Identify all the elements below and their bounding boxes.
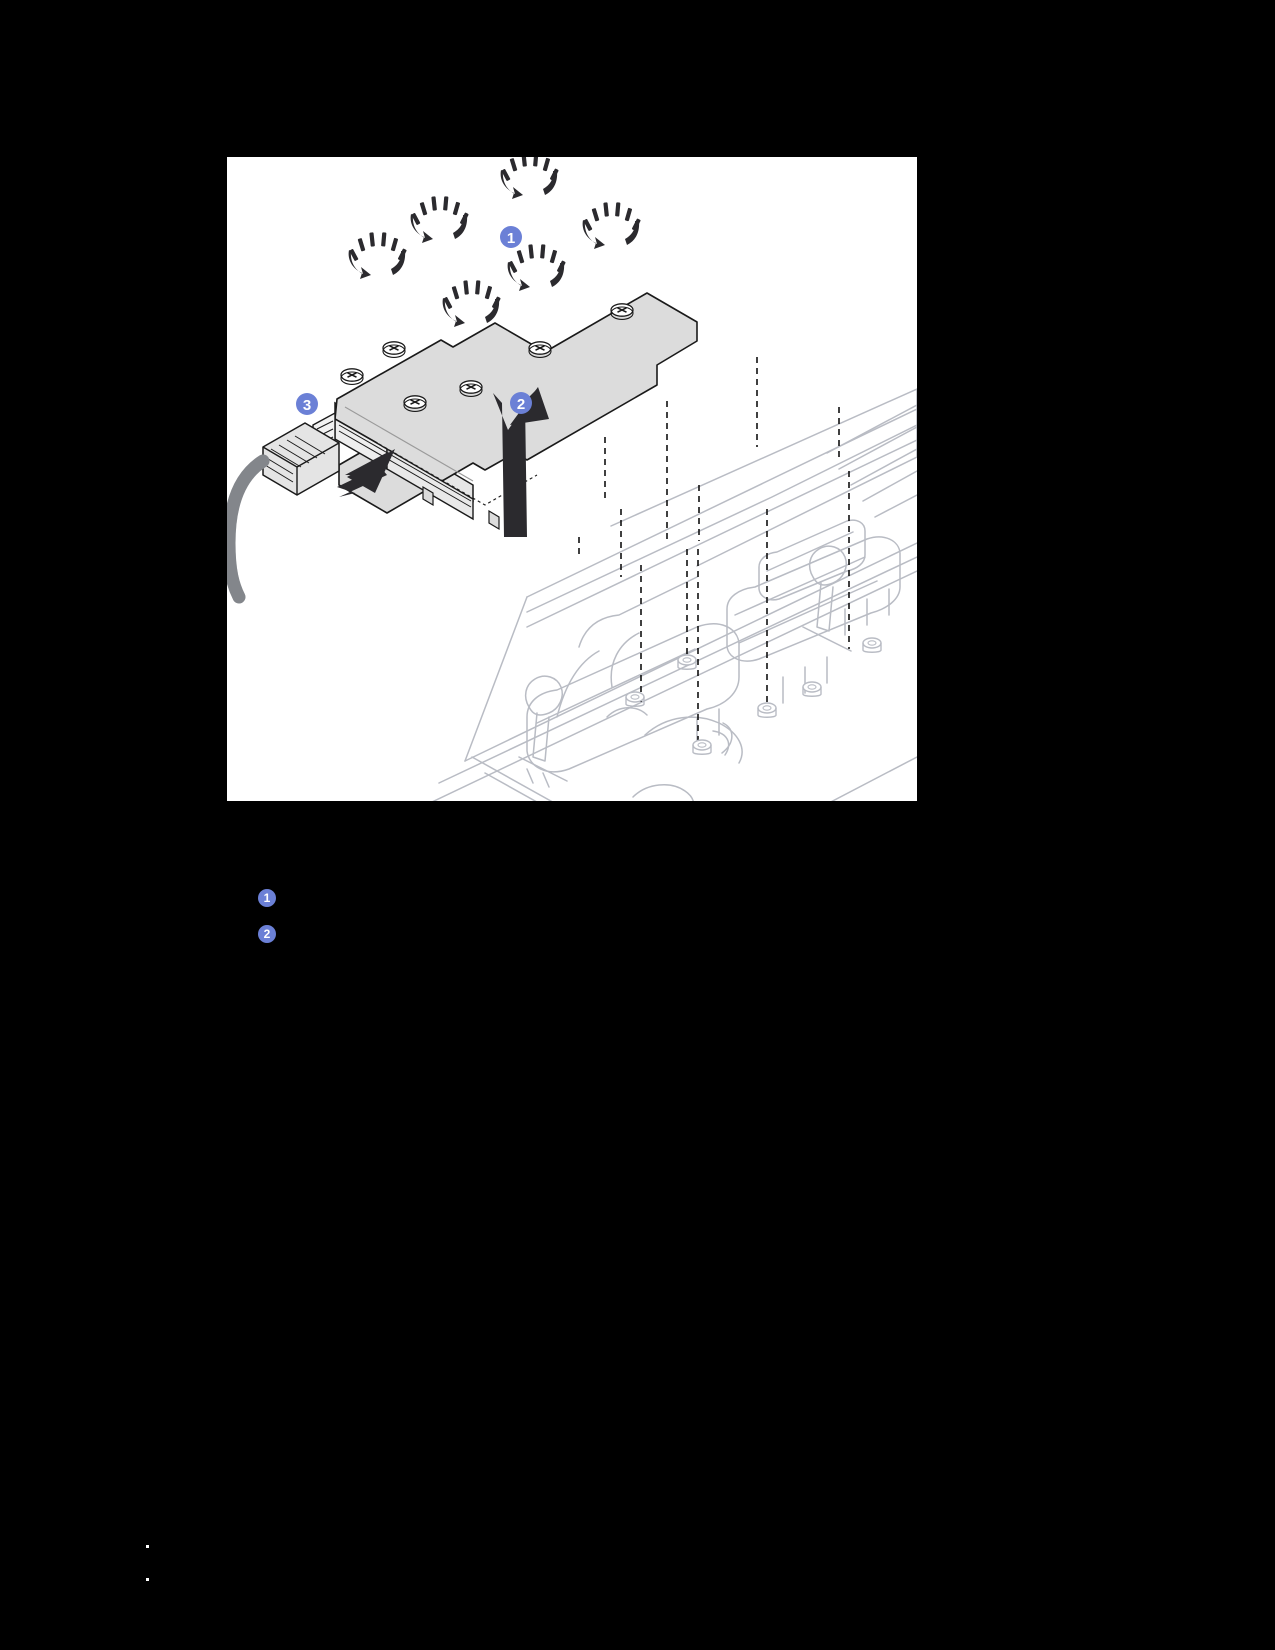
- legend-badge-2: 2: [258, 925, 276, 943]
- note-list: [146, 1538, 1146, 1604]
- alignment-guides: [578, 357, 850, 749]
- figure-callout-2: 2: [510, 392, 532, 414]
- figure-callout-1: 1: [500, 226, 522, 248]
- cable: [227, 454, 270, 604]
- figure-callout-1-label: 1: [507, 230, 515, 247]
- legend-item-1: 1: [258, 880, 1158, 916]
- bullet-icon: [146, 1578, 149, 1581]
- tray-standoffs: [625, 637, 882, 755]
- screw-turn-icons: [348, 157, 641, 327]
- figure-callout-3-label: 3: [303, 397, 311, 414]
- legend-badge-1: 1: [258, 889, 276, 907]
- bullet-icon: [146, 1545, 149, 1548]
- server-tray-linework: [432, 388, 917, 801]
- figure-legend: 1 2: [258, 880, 1158, 952]
- legend-item-2: 2: [258, 916, 1158, 952]
- cable-connector: [262, 422, 340, 496]
- figure-callout-2-label: 2: [517, 396, 525, 413]
- note-item-2: [146, 1571, 1146, 1604]
- figure-callout-3: 3: [296, 393, 318, 415]
- note-item-1: [146, 1538, 1146, 1571]
- hardware-removal-illustration: 1 2 3: [227, 157, 917, 801]
- figure-panel: 1 2 3: [227, 157, 917, 801]
- disconnect-arrow: [337, 449, 395, 497]
